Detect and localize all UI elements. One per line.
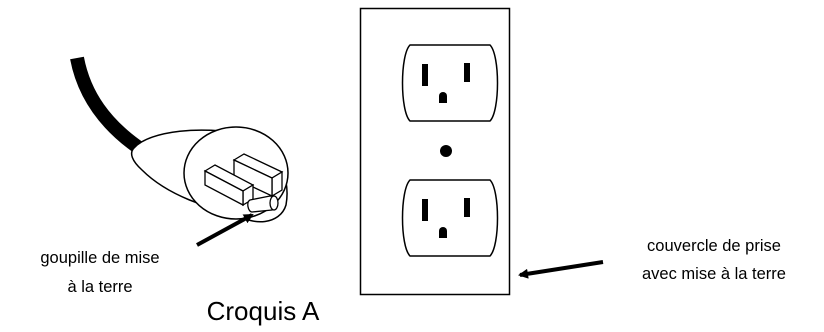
- grounding-pin-arrow: [196, 213, 254, 247]
- grounding-pin: [247, 195, 279, 213]
- svg-text:avec mise à la terre: avec mise à la terre: [642, 265, 786, 283]
- plug-icon: [70, 56, 289, 223]
- upper-ground-hole: [439, 92, 447, 103]
- lower-ground-hole: [439, 227, 447, 238]
- upper-slot-right: [464, 63, 470, 82]
- grounding-pin-label: goupille de mise: [40, 249, 159, 267]
- svg-text:couvercle de prise: couvercle de prise: [647, 237, 781, 255]
- lower-slot-left: [422, 199, 428, 221]
- outlet-cover-label-line2: avec mise à la terre: [642, 265, 786, 283]
- svg-text:à la terre: à la terre: [67, 278, 132, 296]
- plug-blade-upper: [232, 153, 284, 198]
- outlet-cover-arrow: [518, 260, 604, 279]
- figure-caption: Croquis A: [207, 296, 320, 326]
- center-screw: [440, 145, 452, 157]
- outlet-icon: [359, 7, 511, 296]
- plug-blade-lower: [203, 164, 255, 207]
- lower-slot-right: [464, 198, 470, 217]
- upper-receptacle: [401, 44, 499, 122]
- upper-slot-left: [422, 64, 428, 86]
- outlet-cover-label-line1: couvercle de prise: [647, 237, 781, 255]
- grounding-pin-label-line2: à la terre: [67, 278, 132, 296]
- grounding-pin-label-line1: goupille de mise: [40, 249, 159, 267]
- power-cord: [70, 56, 146, 156]
- svg-text:Croquis A: Croquis A: [207, 296, 320, 326]
- lower-receptacle: [401, 179, 499, 257]
